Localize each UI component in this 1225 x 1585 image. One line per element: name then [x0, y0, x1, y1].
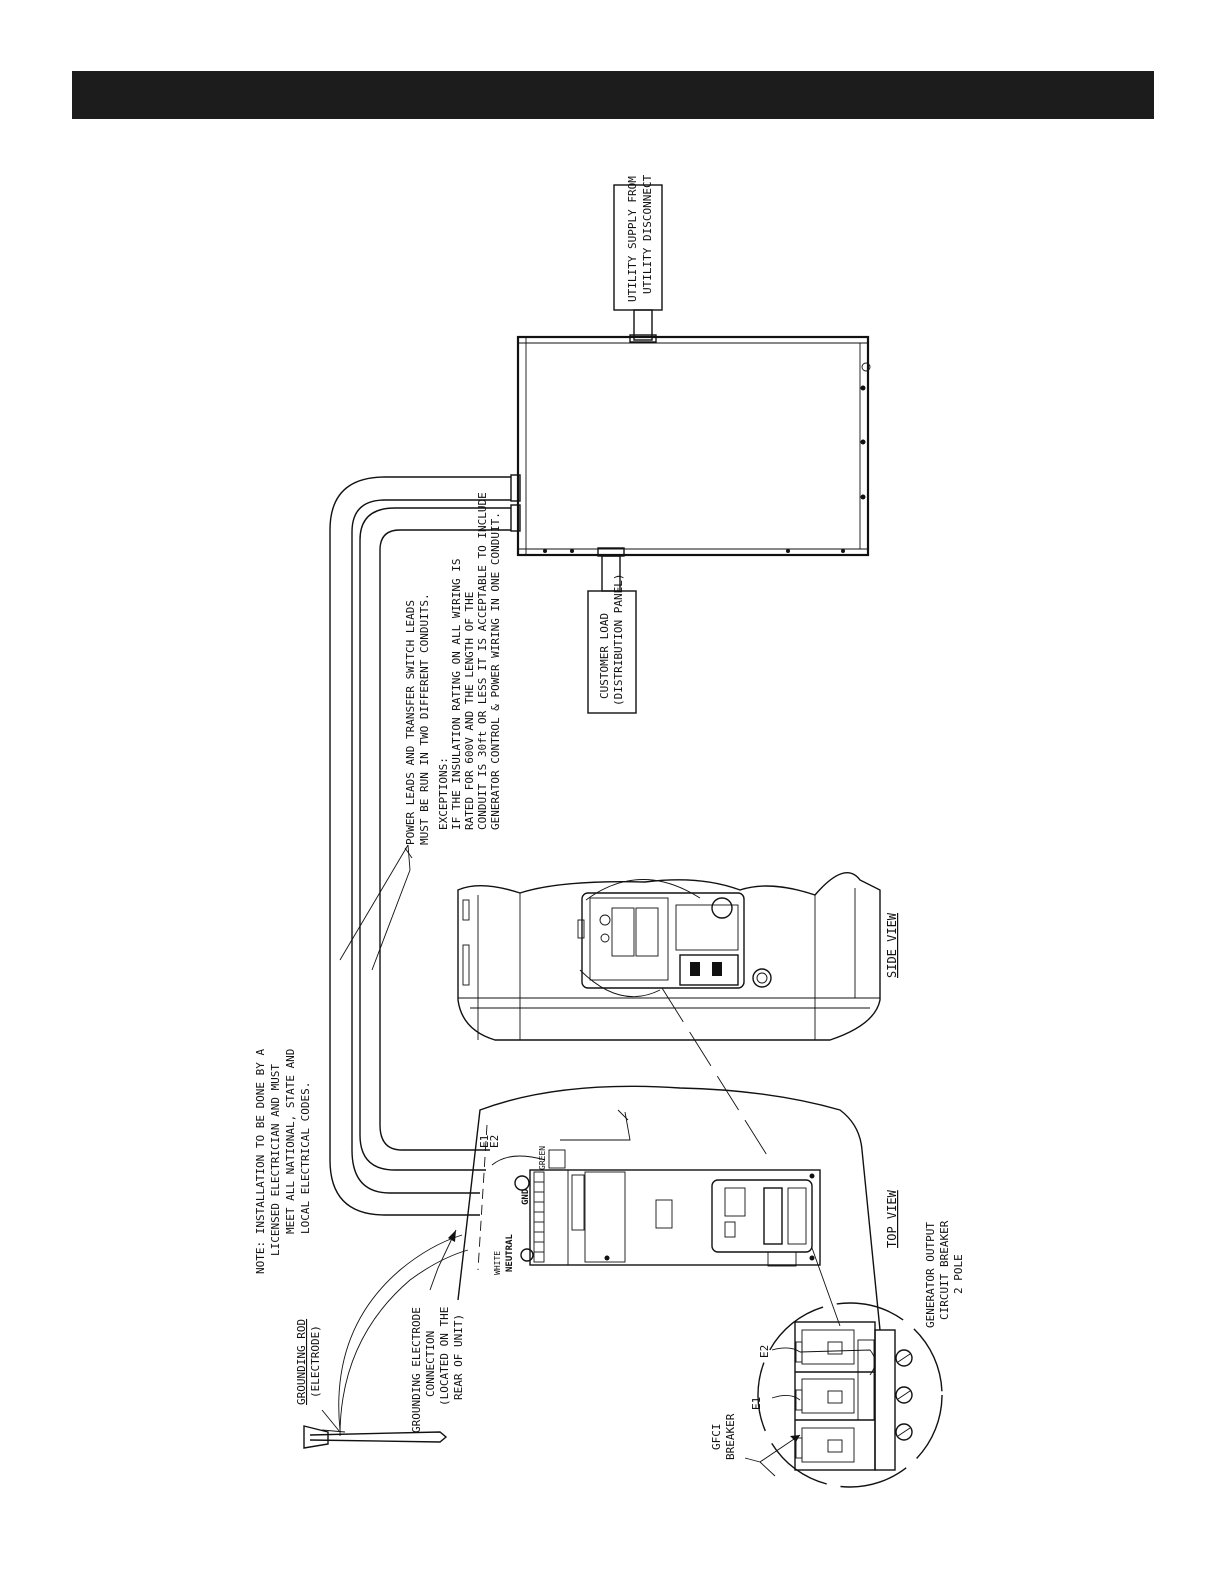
customer-label-line2: (DISTRIBUTION PANEL) — [612, 574, 625, 706]
top-view-label: TOP VIEW — [885, 1189, 899, 1248]
conduit-control-leads — [359, 507, 511, 1171]
gen-breaker-line3: 2 POLE — [952, 1254, 965, 1294]
grounding-rod — [303, 1234, 469, 1449]
terminal-strip — [533, 1171, 545, 1263]
e2-breaker-label: E2 — [758, 1345, 771, 1358]
utility-label-box: UTILITY SUPPLY FROM UTILITY DISCONNECT — [613, 174, 663, 311]
e2-top-label: E2 — [488, 1135, 501, 1148]
green-label: GREEN — [538, 1146, 547, 1170]
ground-conn-line3: (LOCATED ON THE — [438, 1307, 451, 1406]
generator-top-view — [457, 1085, 881, 1331]
gfci-label-line1: GFCI — [710, 1424, 723, 1451]
grounding-rod-line2: (ELECTRODE) — [309, 1325, 322, 1398]
generator-breaker-label: GENERATOR OUTPUT CIRCUIT BREAKER 2 POLE — [924, 1220, 965, 1328]
breaker-detail — [757, 1302, 943, 1488]
conduit-power-leads — [329, 476, 511, 1216]
exceptions-note: EXCEPTIONS: IF THE INSULATION RATING ON … — [437, 492, 502, 830]
header-bar — [72, 71, 1154, 119]
customer-load-box: CUSTOMER LOAD (DISTRIBUTION PANEL) — [587, 574, 637, 714]
power-note-line1: POWER LEADS AND TRANSFER SWITCH LEADS — [404, 600, 417, 845]
exceptions-line4: GENERATOR CONTROL & POWER WIRING IN ONE … — [489, 512, 502, 830]
customer-label-line1: CUSTOMER LOAD — [598, 613, 611, 699]
side-view-label: SIDE VIEW — [885, 912, 899, 978]
e1-top-label: E1 — [478, 1135, 491, 1148]
ground-conn-line4: REAR OF UNIT) — [452, 1314, 465, 1400]
transfer-switch — [516, 335, 871, 557]
grounding-connection-label: GROUNDING ELECTRODE CONNECTION (LOCATED … — [410, 1307, 465, 1433]
power-leads-note: POWER LEADS AND TRANSFER SWITCH LEADS MU… — [404, 593, 431, 845]
power-note-line2: MUST BE RUN IN TWO DIFFERENT CONDUITS. — [418, 593, 431, 845]
installation-note: NOTE: INSTALLATION TO BE DONE BY A LICEN… — [254, 1048, 312, 1274]
white-label: WHITE — [493, 1251, 502, 1275]
utility-label-line2: UTILITY DISCONNECT — [641, 174, 654, 294]
ground-conn-line1: GROUNDING ELECTRODE — [410, 1307, 423, 1433]
exceptions-line3: CONDUIT IS 30ft OR LESS IT IS ACCEPTABLE… — [476, 492, 489, 830]
exceptions-line1: IF THE INSULATION RATING ON ALL WIRING I… — [450, 558, 463, 830]
install-note-line1: NOTE: INSTALLATION TO BE DONE BY A — [254, 1048, 267, 1274]
e1-breaker-label: E1 — [750, 1397, 763, 1410]
gfci-label-line2: BREAKER — [724, 1413, 737, 1460]
gen-breaker-line2: CIRCUIT BREAKER — [938, 1220, 951, 1320]
grounding-rod-line1: GROUNDING ROD — [295, 1319, 308, 1405]
install-note-line3: MEET ALL NATIONAL, STATE AND — [284, 1049, 297, 1234]
utility-label-line1: UTILITY SUPPLY FROM — [626, 176, 639, 302]
generator-side-view — [457, 872, 881, 1041]
ground-conn-line2: CONNECTION — [424, 1331, 437, 1397]
install-note-line2: LICENSED ELECTRICIAN AND MUST — [269, 1064, 282, 1256]
neutral-label: NEUTRAL — [505, 1233, 515, 1272]
exceptions-title: EXCEPTIONS: — [437, 757, 450, 830]
install-note-line4: LOCAL ELECTRICAL CODES. — [299, 1082, 312, 1234]
gnd-label: GND — [521, 1188, 531, 1205]
exceptions-line2: RATED FOR 600V AND THE LENGTH OF THE — [463, 592, 476, 830]
gfci-leader — [744, 1434, 801, 1477]
gen-breaker-line1: GENERATOR OUTPUT — [924, 1222, 937, 1328]
